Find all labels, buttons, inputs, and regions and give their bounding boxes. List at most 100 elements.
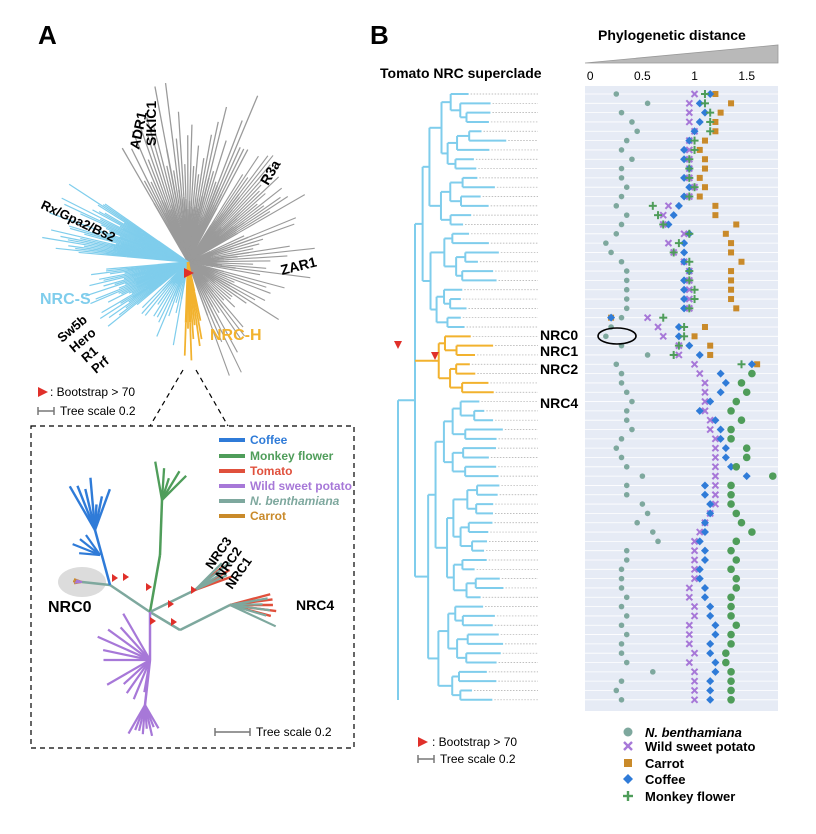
x-tick-label: 0 xyxy=(587,69,594,83)
panel-b-label-nrc2: NRC2 xyxy=(540,361,578,377)
tree-a-branch xyxy=(231,283,266,302)
point-monkey-flower xyxy=(727,500,735,508)
point-wild-sweet-potato xyxy=(690,90,699,98)
point-coffee xyxy=(680,173,689,182)
point-coffee xyxy=(716,425,725,434)
tree-a-branch xyxy=(184,164,187,199)
point-n-benthamiana xyxy=(613,361,620,368)
inset-branch xyxy=(158,499,164,556)
tree-a-branch xyxy=(108,230,146,246)
point-monkey-flower xyxy=(727,640,735,648)
tree-a-branch xyxy=(197,158,205,199)
point-wild-sweet-potato xyxy=(664,202,673,210)
point-carrot xyxy=(696,146,703,153)
tree-a-branch xyxy=(68,245,117,253)
point-coffee xyxy=(706,500,715,509)
point-carrot xyxy=(722,230,729,237)
panel-b-bootstrap-text: : Bootstrap > 70 xyxy=(432,735,517,749)
point-carrot xyxy=(754,361,761,368)
tree-a-branch xyxy=(226,276,271,294)
tree-a-branch xyxy=(120,287,146,304)
tree-a-branch xyxy=(166,165,181,228)
point-wild-sweet-potato xyxy=(706,425,714,434)
tree-a-branch xyxy=(147,159,166,203)
point-wild-sweet-potato xyxy=(659,332,667,341)
tree-a-branch xyxy=(200,181,217,225)
point-wild-sweet-potato xyxy=(711,444,720,452)
legend-b-coffee: Coffee xyxy=(645,772,685,787)
tree-a-branch xyxy=(157,283,174,305)
inset-branch xyxy=(149,588,196,614)
tree-a-branch xyxy=(157,261,189,266)
tree-a-branch xyxy=(190,304,195,340)
tree-a-branch xyxy=(67,239,132,253)
tree-a-bootstrap-icon xyxy=(184,268,194,278)
tree-a-branch xyxy=(128,279,155,294)
point-n-benthamiana xyxy=(618,575,625,582)
point-coffee xyxy=(706,677,715,686)
point-wild-sweet-potato xyxy=(664,239,673,247)
point-coffee xyxy=(700,490,709,499)
tree-a-branch xyxy=(212,297,241,339)
inset-branch xyxy=(109,583,151,614)
tree-a-branch xyxy=(84,233,122,245)
legend-b-wild-sweet-potato: Wild sweet potato xyxy=(645,739,755,754)
tree-a-branch xyxy=(123,222,152,241)
distance-points xyxy=(603,90,777,704)
tree-a-branch xyxy=(141,278,172,309)
panel-b-scale-text: Tree scale 0.2 xyxy=(440,752,516,766)
tree-a-branch xyxy=(156,301,172,337)
tree-b-bootstrap-icon xyxy=(431,352,439,360)
point-n-benthamiana xyxy=(629,119,635,125)
tree-a-branch xyxy=(42,236,113,250)
point-n-benthamiana xyxy=(613,231,620,237)
point-carrot xyxy=(712,128,719,135)
point-coffee xyxy=(742,472,751,481)
tree-a-branch xyxy=(172,299,182,346)
point-wild-sweet-potato xyxy=(711,500,720,508)
tree-a-branch xyxy=(216,120,243,186)
tree-a-branch xyxy=(220,148,245,195)
point-n-benthamiana xyxy=(623,305,630,312)
legend-b-carrot: Carrot xyxy=(645,756,685,771)
point-monkey-flower xyxy=(732,584,741,592)
point-n-benthamiana xyxy=(618,454,625,461)
inset-bootstrap-icon xyxy=(112,574,118,582)
tree-a-branch xyxy=(102,204,153,239)
point-coffee xyxy=(669,211,678,220)
point-n-benthamiana xyxy=(618,314,625,321)
point-coffee xyxy=(700,593,709,602)
nrc0-circle-highlight xyxy=(597,327,637,345)
point-n-benthamiana xyxy=(623,547,630,554)
point-monkey-flower xyxy=(727,677,735,685)
tree-a-branch xyxy=(121,147,155,204)
tree-a-branch xyxy=(95,282,137,300)
tree-a-branch xyxy=(213,147,241,206)
point-n-benthamiana xyxy=(613,91,620,97)
inset-branch xyxy=(107,628,151,661)
point-wild-sweet-potato xyxy=(701,407,709,415)
inset-branch xyxy=(68,485,97,531)
inset-branch xyxy=(79,538,101,556)
point-wild-sweet-potato xyxy=(690,649,699,657)
point-carrot xyxy=(728,240,735,247)
point-coffee xyxy=(711,416,720,425)
point-n-benthamiana xyxy=(618,258,625,265)
point-coffee xyxy=(695,565,704,574)
point-carrot xyxy=(701,184,708,191)
inset-branch xyxy=(149,610,181,632)
tree-a-branch xyxy=(101,285,148,314)
tree-a-branch xyxy=(189,322,193,361)
tree-a-branch xyxy=(158,283,178,323)
point-wild-sweet-potato xyxy=(690,574,699,583)
point-monkey-flower xyxy=(732,574,741,583)
tree-a-branch xyxy=(168,296,177,317)
tree-a-branch xyxy=(69,227,142,250)
tree-a-branch xyxy=(60,235,114,248)
tree-a-branch xyxy=(216,322,242,373)
point-monkey-flower xyxy=(727,407,735,415)
point-n-benthamiana xyxy=(629,426,635,433)
inset-legend: Coffee Monkey flower Tomato Wild sweet p… xyxy=(219,433,352,523)
tree-a-branch xyxy=(132,131,163,201)
